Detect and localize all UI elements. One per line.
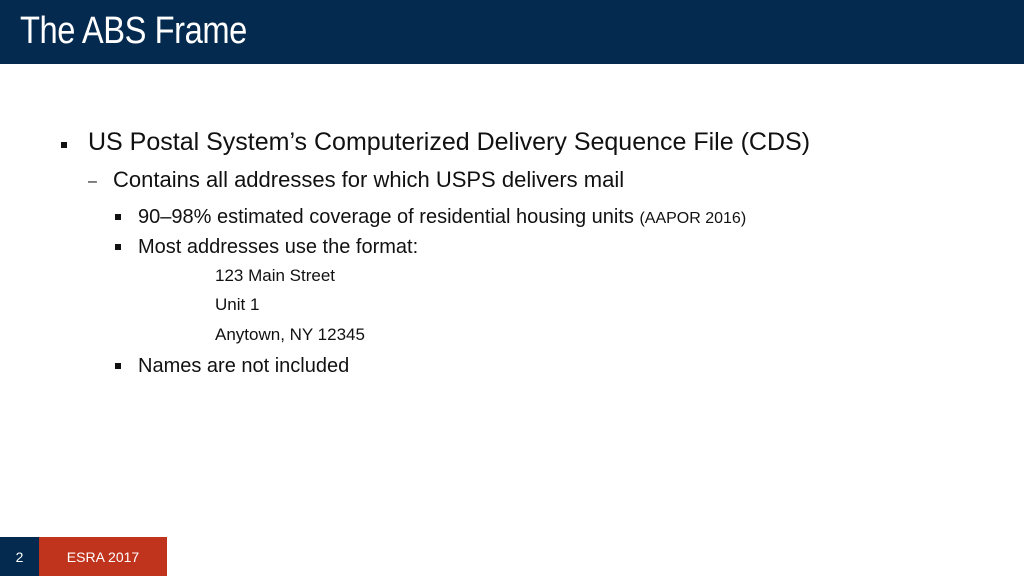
slide-title: The ABS Frame (20, 10, 247, 52)
title-bar: The ABS Frame (0, 0, 1024, 64)
address-line: 123 Main Street (215, 266, 336, 285)
address-line: Anytown, NY 12345 (215, 325, 365, 344)
dash-bullet-icon: – (88, 173, 97, 190)
page-number: 2 (15, 548, 24, 565)
bullet-level-3-coverage: 90–98% estimated coverage of residential… (138, 204, 746, 232)
slide-content: US Postal System’s Computerized Delivery… (61, 128, 811, 377)
square-bullet-icon (61, 142, 67, 148)
square-bullet-icon (115, 363, 121, 369)
event-badge: ESRA 2017 (39, 537, 167, 576)
citation: (AAPOR 2016) (639, 210, 747, 227)
page-number-badge: 2 (0, 537, 39, 576)
bullet-level-3-format: Most addresses use the format: (138, 236, 419, 258)
bullet-level-1: US Postal System’s Computerized Delivery… (88, 128, 811, 156)
event-label: ESRA 2017 (66, 548, 140, 565)
coverage-text: 90–98% estimated coverage of residential… (138, 206, 634, 228)
bullet-level-3-names: Names are not included (138, 355, 350, 377)
bullet-level-2: Contains all addresses for which USPS de… (113, 167, 625, 192)
square-bullet-icon (115, 244, 121, 250)
square-bullet-icon (115, 214, 121, 220)
address-line: Unit 1 (215, 295, 260, 314)
